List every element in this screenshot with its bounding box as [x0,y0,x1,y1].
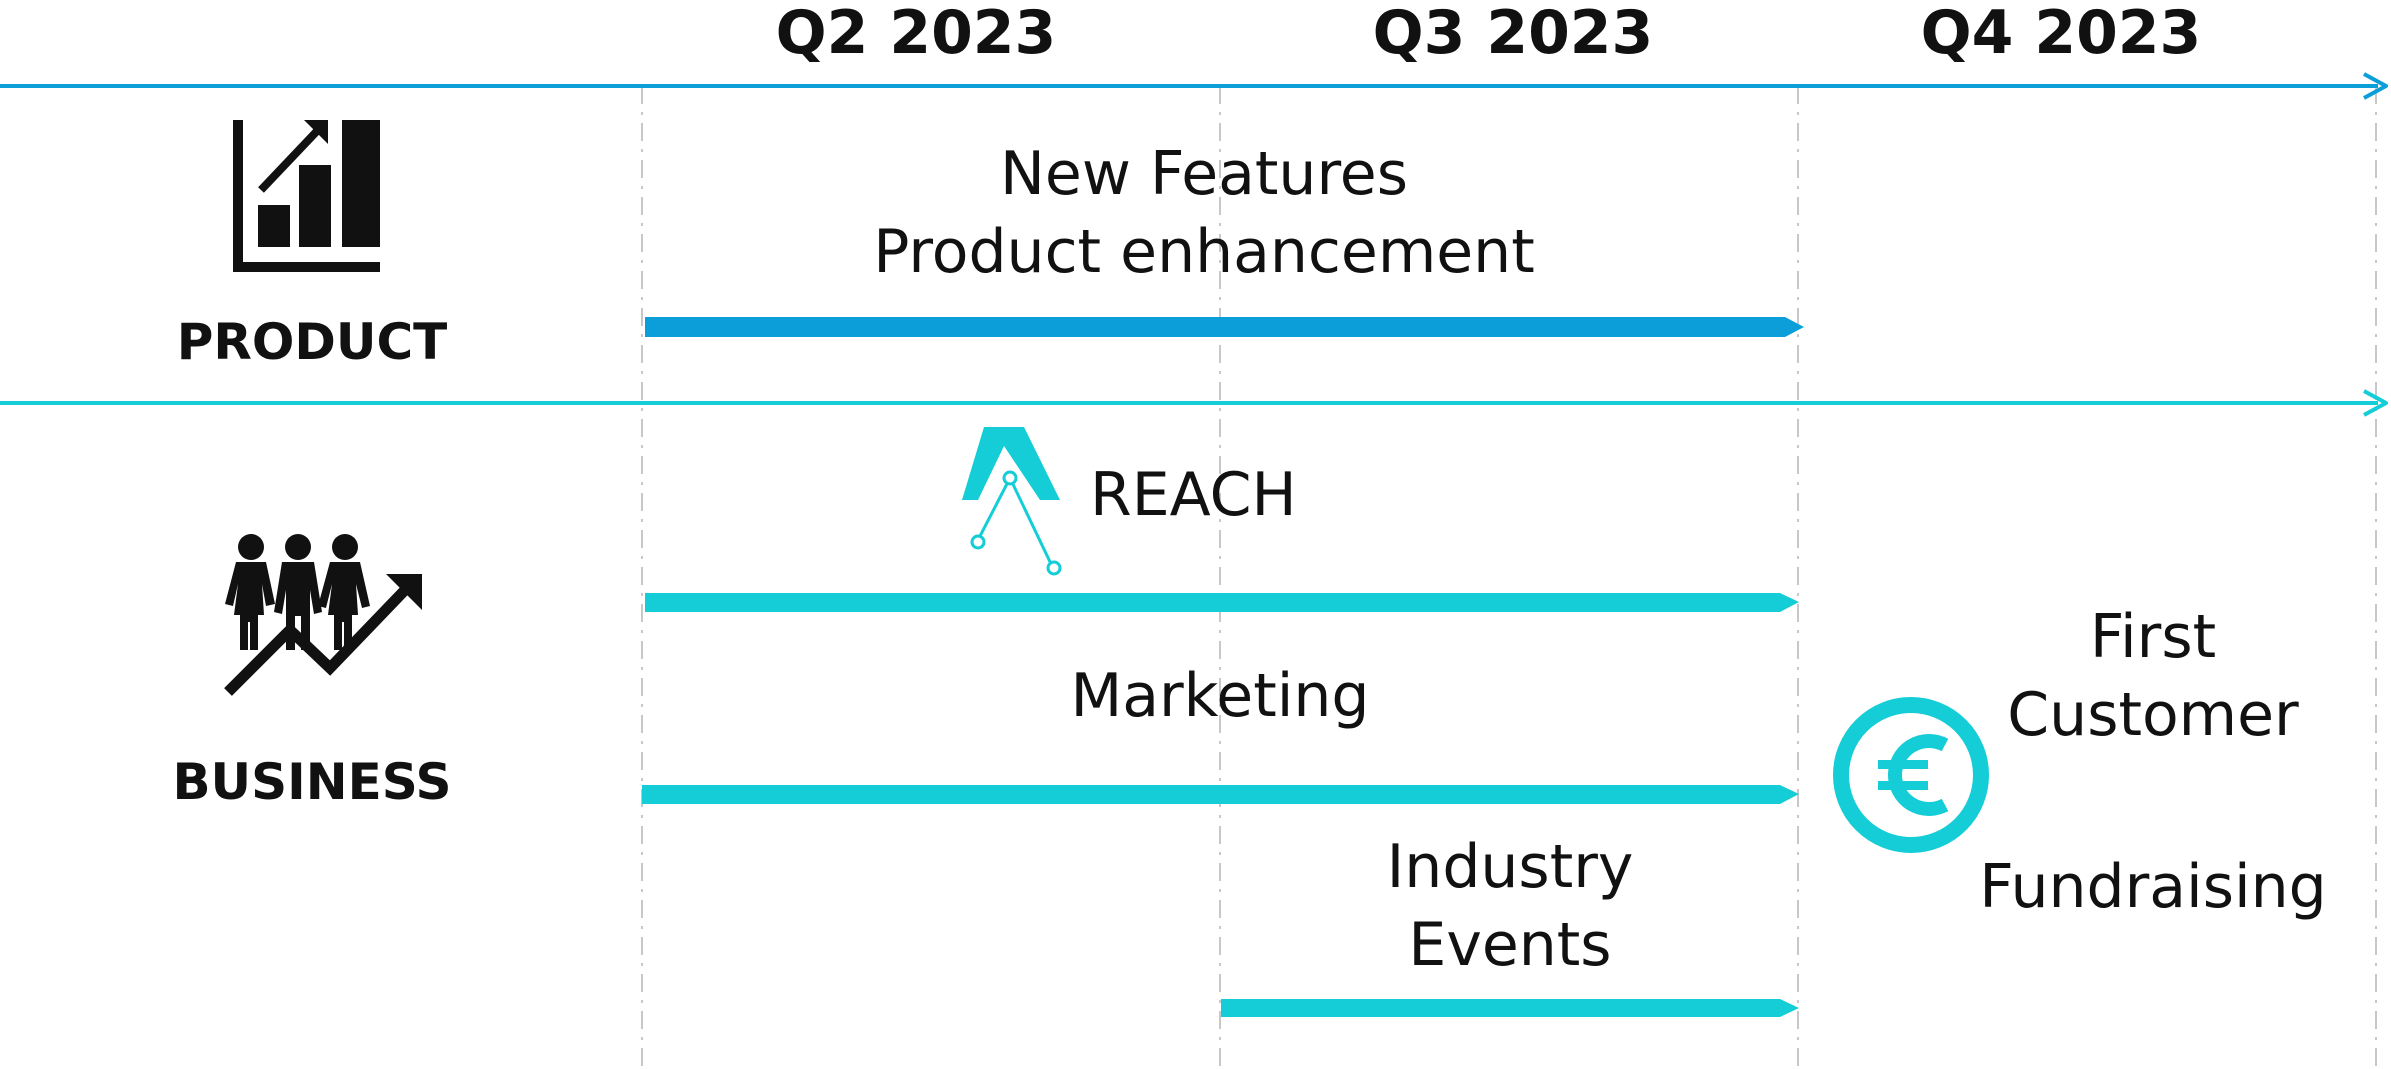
industry-events-text: Industry Events [1310,828,1710,984]
marketing-text: Marketing [1070,661,1370,731]
product-enhancement-bar [645,317,1804,337]
fundraising-text: Fundraising [1979,852,2327,922]
product-line-2: Product enhancement [873,217,1535,287]
row-label-business: BUSINESS [172,753,452,811]
first-customer-text: First Customer [1953,598,2353,754]
first-customer-line-2: Customer [2007,680,2299,750]
industry-events-bar [1221,999,1799,1017]
euro-coin-icon [1833,697,1989,853]
reach-text: REACH [1090,460,1297,530]
reach-bar [645,593,1799,612]
product-line-1: New Features [1000,139,1408,209]
quarter-label-q2: Q2 2023 [775,0,1057,68]
quarter-dividers [641,86,2377,1069]
row-label-product: PRODUCT [176,313,448,371]
bar-chart-growth-icon [233,120,380,272]
industry-events-line-2: Events [1408,910,1612,980]
business-timeline-arrow [0,389,2388,417]
product-enhancement-text: New Features Product enhancement [804,135,1604,291]
quarter-label-q4: Q4 2023 [1920,0,2202,68]
industry-events-line-1: Industry [1386,832,1634,902]
reach-logo-icon [962,427,1062,576]
team-growth-icon [224,534,422,696]
marketing-bar [642,785,1799,804]
product-timeline-arrow [0,72,2388,100]
quarter-label-q3: Q3 2023 [1372,0,1654,68]
first-customer-line-1: First [2089,602,2217,672]
